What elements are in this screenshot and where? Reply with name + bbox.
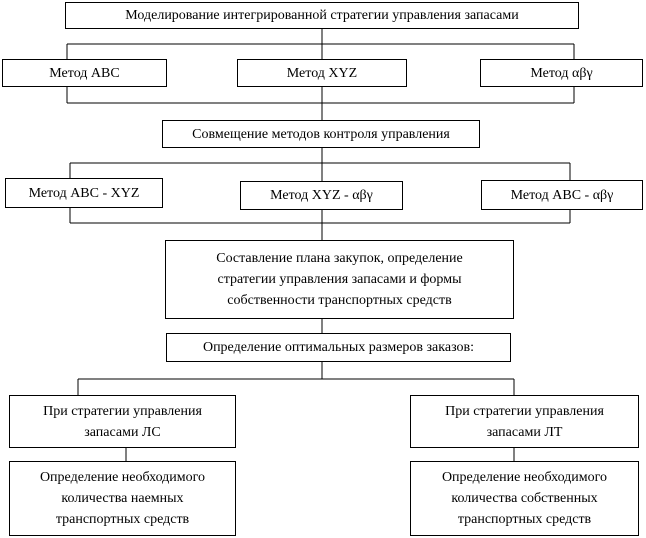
method-abc-xyz-box: Метод ABC - XYZ xyxy=(5,178,163,208)
method-xyz-abg-box: Метод XYZ - αβγ xyxy=(240,181,403,210)
optimal-orders-text: Определение оптимальных размеров заказов… xyxy=(202,340,475,355)
combination-text: Совмещение методов контроля управления xyxy=(192,126,450,142)
own-transport-line-2: количества собственных xyxy=(451,491,598,506)
hired-transport-line-2: количества наемных xyxy=(61,491,184,506)
hired-transport-line-3: транспортных средств xyxy=(55,512,190,527)
strategy-ls-line-2: запасами ЛС xyxy=(84,424,161,440)
plan-line-2: стратегии управления запасами и формы xyxy=(217,272,462,287)
optimal-orders-box: Определение оптимальных размеров заказов… xyxy=(166,333,511,362)
method-abg-box: Метод αβγ xyxy=(480,59,643,87)
method-abc-abg-label: Метод ABC - αβγ xyxy=(510,187,614,203)
title-box: Моделирование интегрированной стратегии … xyxy=(65,2,579,29)
plan-box: Составление плана закупок, определение с… xyxy=(165,240,514,319)
plan-line-3: собственности транспортных средств xyxy=(227,293,452,308)
strategy-ls-box: При стратегии управления запасами ЛС xyxy=(9,395,236,448)
method-xyz-label: Метод XYZ xyxy=(286,65,358,81)
own-transport-line-3: транспортных средств xyxy=(457,512,592,527)
strategy-lt-line-2: запасами ЛТ xyxy=(486,424,563,440)
own-transport-box: Определение необходимого количества собс… xyxy=(410,461,639,536)
method-abc-xyz-label: Метод ABC - XYZ xyxy=(28,185,140,201)
strategy-ls-line-1: При стратегии управления xyxy=(43,403,202,419)
plan-line-1: Составление плана закупок, определение xyxy=(216,251,463,266)
strategy-lt-line-1: При стратегии управления xyxy=(445,403,604,419)
hired-transport-box: Определение необходимого количества наем… xyxy=(9,461,236,536)
strategy-lt-box: При стратегии управления запасами ЛТ xyxy=(410,395,639,448)
hired-transport-line-1: Определение необходимого xyxy=(39,470,206,485)
combination-box: Совмещение методов контроля управления xyxy=(162,120,480,148)
method-xyz-abg-label: Метод XYZ - αβγ xyxy=(270,188,373,203)
method-abc-box: Метод ABC xyxy=(2,59,167,87)
method-abc-label: Метод ABC xyxy=(49,65,120,81)
own-transport-line-1: Определение необходимого xyxy=(441,470,608,485)
method-abc-abg-box: Метод ABC - αβγ xyxy=(481,180,643,210)
method-abg-label: Метод αβγ xyxy=(530,65,593,81)
method-xyz-box: Метод XYZ xyxy=(237,59,407,87)
title-text: Моделирование интегрированной стратегии … xyxy=(125,8,519,23)
